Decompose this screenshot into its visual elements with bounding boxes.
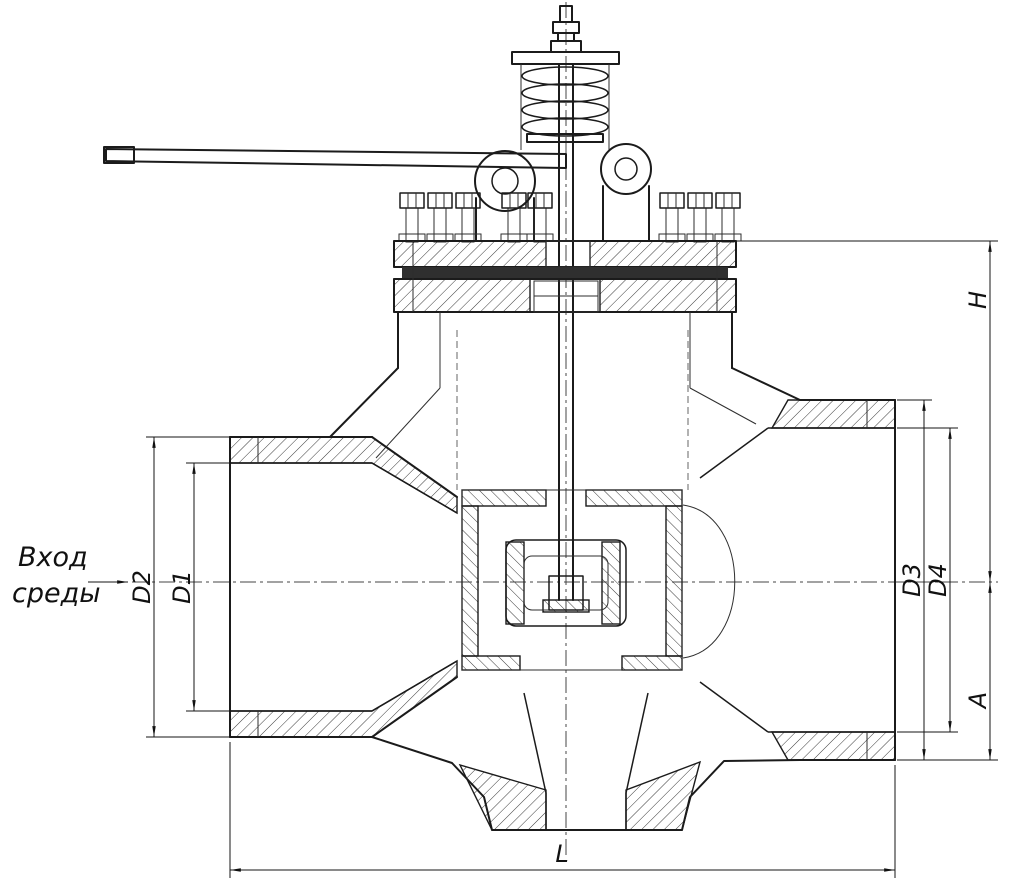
centerlines bbox=[132, 2, 998, 858]
dim-label-d1: D1 bbox=[168, 570, 196, 604]
bolt bbox=[426, 192, 454, 243]
bolt bbox=[398, 192, 426, 243]
bottom-outlet bbox=[371, 692, 801, 831]
bolt bbox=[658, 192, 686, 243]
plug bbox=[505, 539, 627, 627]
dim-label-d4: D4 bbox=[924, 563, 952, 597]
bolt bbox=[714, 192, 742, 243]
inlet-annotation: Вход среды bbox=[12, 542, 128, 609]
inlet-pipe bbox=[229, 436, 458, 738]
bolt bbox=[526, 192, 554, 243]
bonnet-flange bbox=[393, 240, 737, 313]
adjusting-screw bbox=[550, 5, 582, 53]
inlet-label-line2: среды bbox=[12, 578, 101, 609]
outlet-pipe bbox=[699, 399, 896, 761]
spring bbox=[521, 66, 609, 143]
yoke-bracket bbox=[474, 143, 652, 241]
dimensions: D2 D1 D3 D4 H A L bbox=[128, 240, 998, 878]
inlet-label-line1: Вход bbox=[18, 542, 88, 573]
valve-stem bbox=[558, 63, 574, 601]
dim-label-d2: D2 bbox=[128, 570, 156, 604]
dim-label-a: A bbox=[964, 692, 992, 710]
section-hatching bbox=[229, 240, 896, 831]
cage bbox=[461, 489, 736, 671]
dim-label-h: H bbox=[964, 291, 992, 309]
spring-top-plate bbox=[511, 51, 620, 150]
bolt bbox=[500, 192, 528, 243]
bolt bbox=[454, 192, 482, 243]
dim-label-l: L bbox=[555, 840, 568, 868]
bolt bbox=[686, 192, 714, 243]
flange-bolts bbox=[398, 192, 742, 243]
lever-arm bbox=[103, 146, 567, 169]
dim-label-d3: D3 bbox=[898, 563, 926, 597]
